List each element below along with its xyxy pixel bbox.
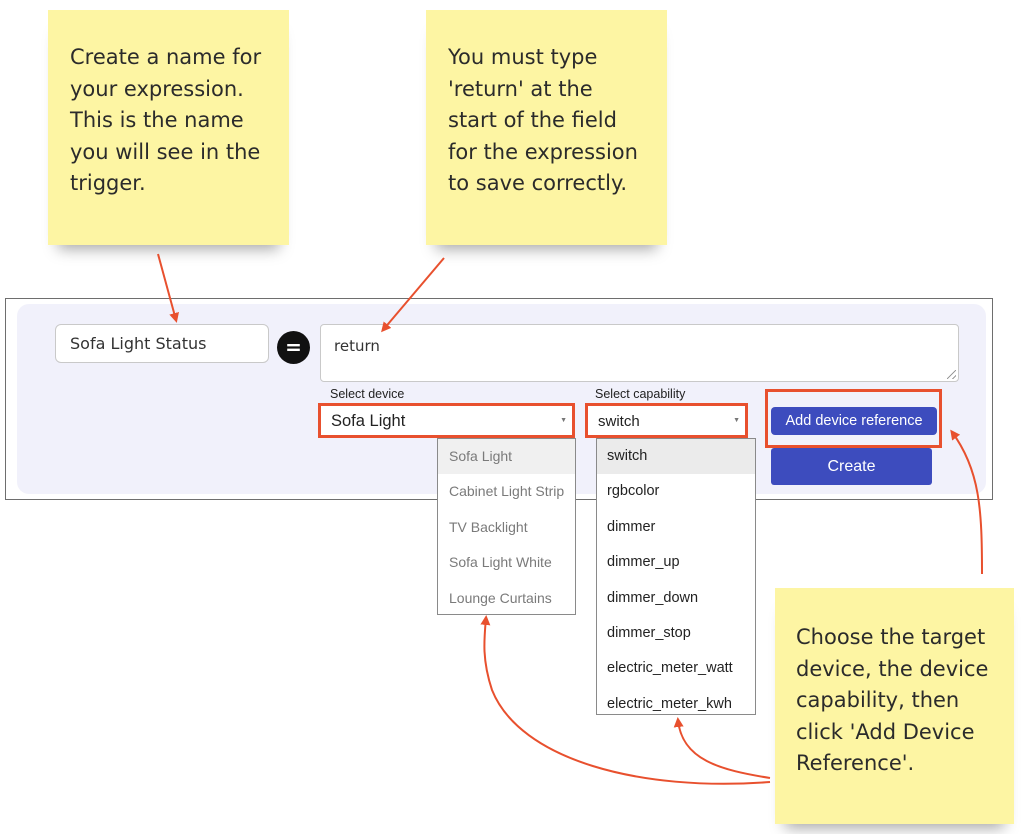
- name-tip-line: your expression.: [70, 76, 244, 101]
- capability-option[interactable]: dimmer_down: [607, 589, 699, 606]
- choose-tip-line: click 'Add Device: [796, 719, 975, 744]
- capability-dropdown-list: switch rgbcolor dimmer dimmer_up dimmer_…: [596, 438, 756, 715]
- capability-option[interactable]: dimmer_stop: [607, 624, 691, 641]
- name-tip-line: This is the name: [70, 108, 244, 132]
- choose-tip-note: Choose the target device, the device cap…: [775, 588, 1014, 824]
- expression-textarea[interactable]: return: [320, 324, 959, 382]
- arrow-to-expression-field: [381, 257, 445, 333]
- device-option[interactable]: Lounge Curtains: [449, 589, 552, 606]
- choose-tip-line: capability, then: [796, 688, 960, 712]
- capability-option[interactable]: switch: [597, 439, 755, 475]
- arrow-to-add-reference: [950, 429, 983, 575]
- device-dropdown-list: Sofa Light Cabinet Light Strip TV Backli…: [437, 438, 576, 615]
- add-device-reference-button[interactable]: Add device reference: [771, 407, 937, 435]
- select-device-label: Select device: [330, 387, 405, 401]
- return-tip-line: 'return' at the: [448, 76, 593, 101]
- capability-option[interactable]: dimmer_up: [607, 554, 680, 571]
- add-reference-highlight: [765, 389, 942, 448]
- device-option[interactable]: TV Backlight: [449, 518, 528, 535]
- select-capability-label: Select capability: [595, 387, 686, 401]
- expression-name-input[interactable]: Sofa Light Status: [55, 324, 269, 363]
- choose-tip-line: Choose the target: [796, 625, 986, 649]
- return-tip-line: start of the field: [448, 108, 617, 132]
- dropdown-caret-icon: ▼: [733, 417, 740, 424]
- name-tip-note: Create a name for your expression. This …: [48, 10, 289, 245]
- return-tip-line: for the expression: [448, 139, 638, 164]
- device-option[interactable]: Sofa Light White: [449, 554, 552, 571]
- capability-option[interactable]: rgbcolor: [607, 483, 660, 500]
- name-tip-line: Create a name for: [70, 45, 262, 69]
- capability-option[interactable]: electric_meter_kwh: [607, 695, 732, 712]
- choose-tip-line: device, the device: [796, 656, 989, 681]
- device-option[interactable]: Sofa Light: [438, 439, 575, 475]
- device-select-value: Sofa Light: [331, 412, 406, 430]
- equals-icon: =: [277, 331, 310, 364]
- choose-tip-line: Reference'.: [796, 751, 915, 775]
- expression-text: return: [334, 337, 380, 355]
- arrow-to-capability-list: [673, 717, 771, 779]
- dropdown-caret-icon: ▼: [560, 417, 567, 424]
- resize-grip-icon[interactable]: [947, 370, 956, 379]
- device-select[interactable]: Sofa Light ▼: [318, 403, 575, 438]
- capability-select-value: switch: [598, 413, 640, 430]
- capability-select[interactable]: switch ▼: [585, 403, 748, 438]
- return-tip-note: You must type 'return' at the start of t…: [426, 10, 667, 245]
- arrow-to-device-list: [480, 615, 771, 785]
- capability-option[interactable]: dimmer: [607, 518, 656, 535]
- return-tip-line: You must type: [448, 45, 598, 69]
- return-tip-line: to save correctly.: [448, 171, 628, 195]
- name-tip-line: you will see in the: [70, 139, 261, 164]
- create-button[interactable]: Create: [771, 448, 932, 485]
- device-option[interactable]: Cabinet Light Strip: [449, 483, 565, 500]
- capability-option[interactable]: electric_meter_watt: [607, 660, 733, 677]
- arrow-to-name-input: [157, 253, 179, 323]
- name-tip-line: trigger.: [70, 171, 146, 195]
